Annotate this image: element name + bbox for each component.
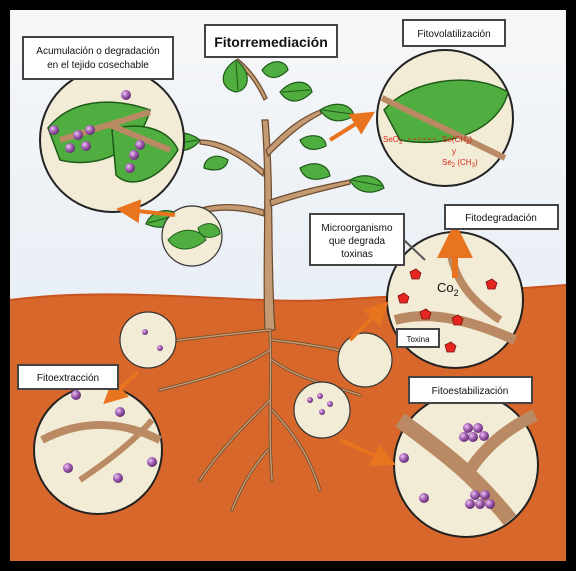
title-text: Fitorremediación <box>214 34 328 50</box>
extraction-root-circle <box>119 311 177 369</box>
degradation-root-circle <box>337 332 393 388</box>
accumulation-label-line2: en el tejido cosechable <box>47 60 149 71</box>
label-boxes <box>17 19 559 404</box>
stabilization-arrow <box>339 438 396 467</box>
accumulation-label-line1: Acumulación o degradación <box>36 46 159 57</box>
volatilization-box <box>402 19 506 47</box>
toxin-label: Toxina <box>406 335 430 344</box>
stabilization-zoom-circle <box>393 392 539 538</box>
se-ch3-2-formula: Se(CH3) <box>442 135 472 146</box>
microorganism-pointer <box>403 239 426 261</box>
title-box <box>204 24 338 58</box>
microorganism-label-line2: que degrada <box>329 236 386 247</box>
accumulation-arrow <box>116 199 176 224</box>
toxin-box <box>396 328 440 348</box>
seo3-formula: SeO3 <box>383 135 403 146</box>
accumulation-zoom-circle <box>39 67 185 213</box>
root-particles <box>142 329 333 415</box>
extraction-box <box>17 364 119 390</box>
selenium-formulas: SeO3 Se(CH3) y Se2 (CH3) <box>383 135 478 169</box>
volatilization-label: Fitovolatilización <box>417 29 490 40</box>
degradation-label: Fitodegradación <box>465 213 537 224</box>
stabilization-label: Fitoestabilización <box>432 386 509 397</box>
leaf-circle-leaves <box>167 223 221 250</box>
extraction-label: Fitoextracción <box>37 373 99 384</box>
microorganism-label-line1: Microorganismo <box>321 223 393 234</box>
accumulation-box <box>22 36 174 80</box>
se2-formula: Se2 (CH3) <box>442 158 478 169</box>
extraction-arrow <box>103 370 140 405</box>
stabilization-box <box>408 376 533 404</box>
extraction-zoom-circle <box>33 385 163 515</box>
microorganism-label-line3: toxinas <box>341 249 373 260</box>
co2-label: Co2 <box>437 280 459 298</box>
volatilization-arrow <box>328 111 376 142</box>
degradation-arrow <box>348 301 389 342</box>
and-text: y <box>452 147 456 156</box>
microorganism-box <box>309 213 405 266</box>
degradation-box <box>444 204 559 230</box>
volatilization-zoom-circle <box>376 49 514 187</box>
